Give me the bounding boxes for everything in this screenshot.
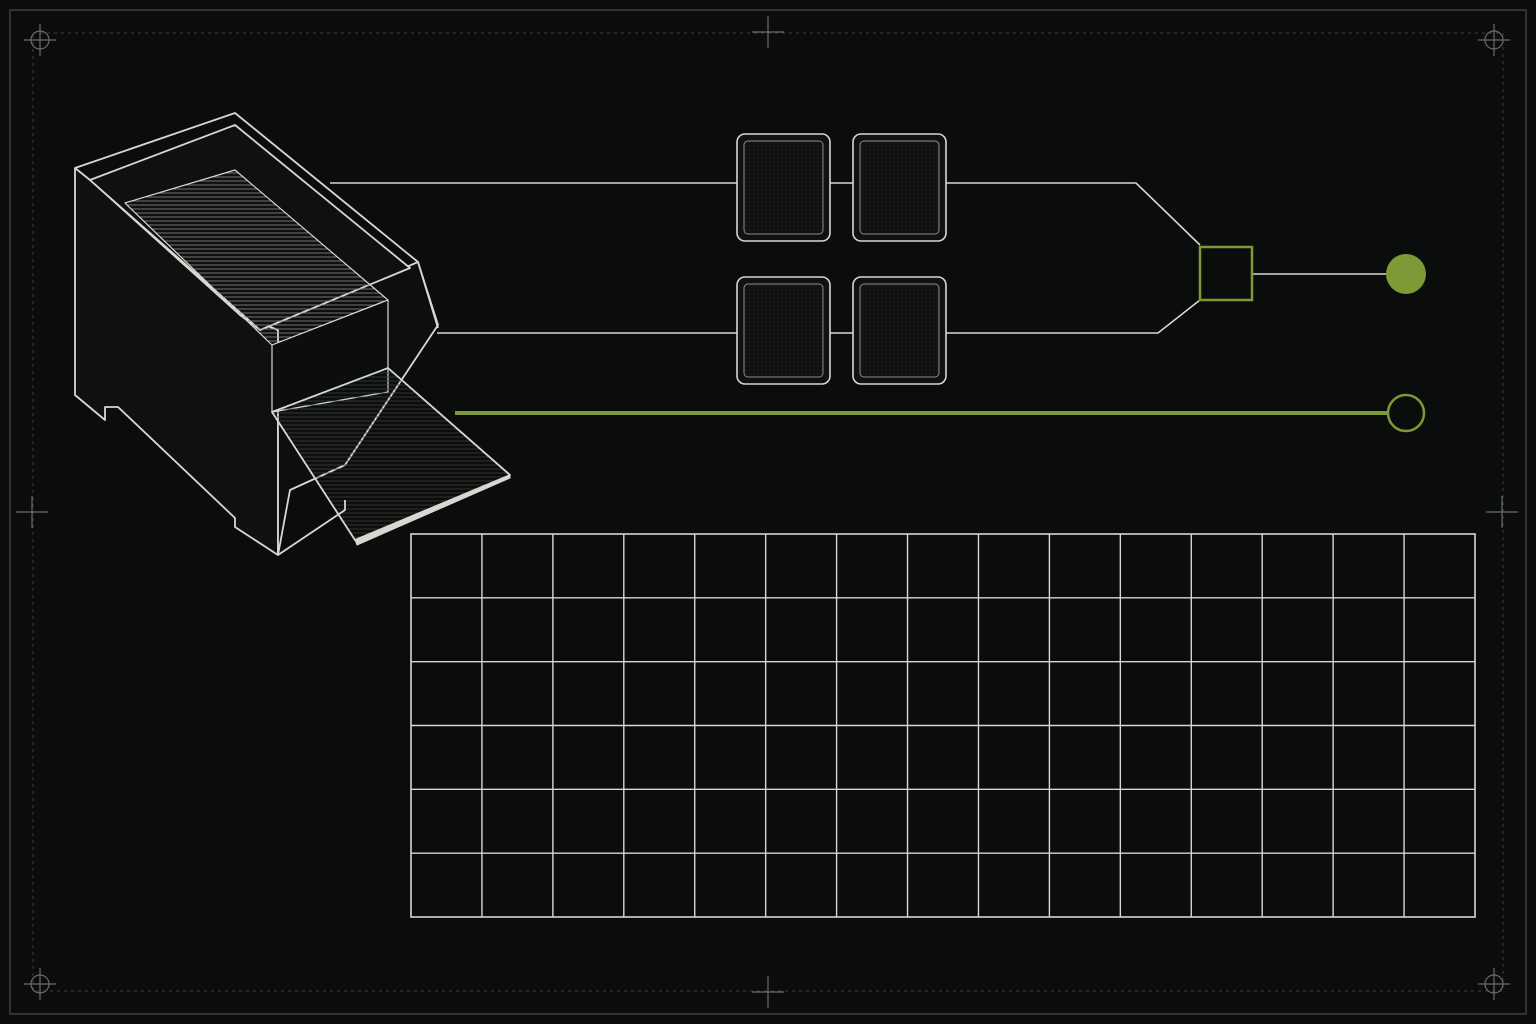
hollow-circle-terminal-icon [1386, 393, 1426, 433]
card-shoe-icon [74, 112, 511, 556]
exit-tray-lip [354, 474, 511, 546]
shoe-base-right [277, 500, 346, 556]
shoe-left-face [74, 167, 279, 556]
card-back-icon [736, 133, 831, 242]
registration-marks [16, 16, 1518, 1008]
middle-merge-line [946, 299, 1201, 334]
shoe-top-rim [74, 112, 439, 329]
card-back-icon [852, 133, 947, 242]
top-merge-line [946, 182, 1201, 246]
connection-lines [330, 182, 1388, 415]
card-group [736, 133, 947, 385]
card-back-icon [852, 276, 947, 385]
square-node-icon [1198, 245, 1254, 302]
filled-circle-terminal-icon [1386, 254, 1426, 294]
outer-border [9, 9, 1527, 1015]
card-back-icon [736, 276, 831, 385]
table-grid [410, 533, 1476, 918]
